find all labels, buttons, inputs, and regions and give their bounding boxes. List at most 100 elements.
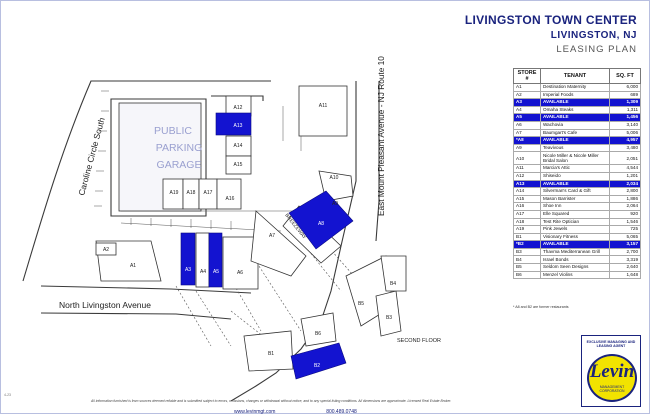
store-cell: A13 bbox=[513, 179, 541, 189]
store-cell: A15 bbox=[513, 194, 541, 204]
tenant-cell: Menzel Violins bbox=[540, 270, 610, 280]
store-A4-shape bbox=[195, 232, 210, 288]
sqft-cell: 2,700 bbox=[609, 247, 641, 257]
store-label-A17: A17 bbox=[204, 190, 213, 196]
store-label-A4: A4 bbox=[200, 269, 206, 275]
store-cell: A3 bbox=[513, 98, 541, 107]
store-cell: A14 bbox=[513, 187, 541, 196]
store-label-A6: A6 bbox=[237, 270, 243, 276]
route10-curb-inner bbox=[375, 81, 380, 242]
sqft-cell: 3,157 bbox=[609, 240, 641, 249]
store-cell: *A8 bbox=[513, 136, 541, 145]
dashed-path bbox=[300, 240, 342, 292]
store-label-A2: A2 bbox=[103, 247, 109, 253]
tenant-cell: Thavma Mediterranean Grill bbox=[540, 247, 610, 257]
store-label-B3: B3 bbox=[386, 315, 392, 321]
sqft-cell: 725 bbox=[609, 225, 641, 234]
sqft-cell: 6,000 bbox=[609, 83, 641, 92]
sqft-cell: 5,006 bbox=[609, 128, 641, 138]
store-A8-available bbox=[288, 190, 354, 250]
store-A11-shape bbox=[298, 85, 348, 137]
sqft-cell: 4,957 bbox=[609, 136, 641, 145]
column-header-sqft: SQ. FT bbox=[609, 68, 641, 84]
store-cell: A16 bbox=[513, 202, 541, 211]
north-livingston-curb-south bbox=[40, 312, 232, 320]
store-A2-shape bbox=[95, 242, 117, 256]
property-location: LIVINGSTON, NJ bbox=[550, 30, 637, 41]
disclaimer-text: All information furnished is from source… bbox=[91, 399, 452, 403]
store-label-A10: A10 bbox=[330, 175, 339, 181]
sqft-cell: 2,064 bbox=[609, 202, 641, 211]
store-A15-shape bbox=[225, 155, 252, 175]
sqft-cell: 4,544 bbox=[609, 164, 641, 173]
margin-code: 4-23 bbox=[4, 393, 12, 397]
sqft-cell: 1,309 bbox=[609, 98, 641, 107]
store-cell: A4 bbox=[513, 105, 541, 115]
sqft-cell: 2,640 bbox=[609, 263, 641, 272]
store-A7-shape bbox=[250, 210, 307, 277]
store-B1-shape bbox=[243, 330, 294, 372]
store-cell: A19 bbox=[513, 225, 541, 234]
store-A5-available bbox=[208, 232, 223, 288]
tenant-cell: Shoe Inn bbox=[540, 202, 610, 211]
store-label-B1: B1 bbox=[268, 351, 274, 357]
store-cell: *B2 bbox=[513, 240, 541, 249]
tenant-cell: AVAILABLE bbox=[540, 113, 610, 122]
tenant-cell: Elle Squared bbox=[540, 209, 610, 219]
store-label-A9: A9 bbox=[332, 201, 338, 207]
store-cell: A9 bbox=[513, 143, 541, 153]
store-cell: B1 bbox=[513, 232, 541, 242]
tenant-cell: Marcia's Attic bbox=[540, 164, 610, 173]
tenant-cell: Omaha Steaks bbox=[540, 105, 610, 115]
store-label-B6: B6 bbox=[315, 331, 321, 337]
sqft-cell: 1,546 bbox=[609, 217, 641, 227]
sqft-cell: 920 bbox=[609, 209, 641, 219]
sqft-cell: 2,034 bbox=[609, 179, 641, 189]
garage-label-3: GARAGE bbox=[157, 159, 202, 171]
store-A13-available bbox=[215, 112, 252, 136]
store-cell: A12 bbox=[513, 171, 541, 181]
sqft-cell: 2,051 bbox=[609, 151, 641, 166]
store-label-A5: A5 bbox=[213, 269, 219, 275]
levin-logo-icon bbox=[587, 354, 637, 402]
dashed-path bbox=[175, 285, 212, 347]
store-label-A16: A16 bbox=[226, 196, 235, 202]
store-label-A19: A19 bbox=[170, 190, 179, 196]
garage-label-1: PUBLIC bbox=[154, 125, 192, 137]
store-cell: A10 bbox=[513, 151, 541, 166]
sqft-cell: 1,456 bbox=[609, 113, 641, 122]
sqft-cell: 3,480 bbox=[609, 143, 641, 153]
sqft-cell: 3,140 bbox=[609, 120, 641, 130]
leasing-plan-subtitle: LEASING PLAN bbox=[556, 44, 637, 55]
store-B6-shape bbox=[300, 312, 337, 347]
property-title: LIVINGSTON TOWN CENTER bbox=[464, 13, 637, 27]
garage-label-2: PARKING bbox=[156, 142, 202, 154]
store-label-B5: B5 bbox=[358, 301, 364, 307]
store-label-A12: A12 bbox=[234, 105, 243, 111]
sqft-cell: 1,886 bbox=[609, 194, 641, 204]
store-B2-available bbox=[290, 342, 347, 380]
levin-logo-box: EXCLUSIVE MANAGING AND LEASING AGENT Lev… bbox=[581, 335, 641, 407]
logo-subtitle: MANAGEMENT CORPORATION bbox=[599, 385, 625, 393]
logo-name: Levin bbox=[589, 361, 635, 382]
tenant-cell: AVAILABLE bbox=[540, 240, 610, 249]
store-label-A13: A13 bbox=[234, 123, 243, 129]
tenant-cell: Wachovia bbox=[540, 120, 610, 130]
caroline-circle-label: Caroline Circle South bbox=[76, 116, 107, 196]
website-link[interactable]: www.levinmgt.com bbox=[234, 409, 276, 415]
